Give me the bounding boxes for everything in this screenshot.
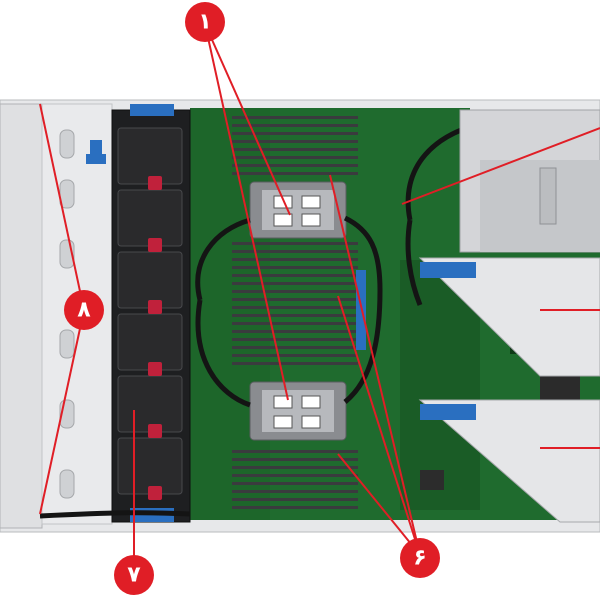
fan-latch <box>148 486 162 500</box>
callout-lines <box>39 23 600 572</box>
fan-module <box>117 437 183 495</box>
cpu-heatsink-1 <box>249 181 347 239</box>
callout-badge-8: ۸ <box>64 290 104 330</box>
fan-latch <box>148 176 162 190</box>
fan-bank-top-clip <box>130 104 174 116</box>
callout-badge-1: ۱ <box>185 2 225 42</box>
callout-label-8: ۸ <box>77 298 91 323</box>
callout-label-6: ۶ <box>413 546 426 571</box>
fan-module <box>117 127 183 185</box>
callout-label-7: ۷ <box>127 563 141 588</box>
fan-latch <box>148 424 162 438</box>
fan-latch <box>148 300 162 314</box>
dimm-bank-bottom <box>232 450 358 509</box>
dimm-bank-middle <box>232 242 358 365</box>
fan-module <box>117 375 183 433</box>
callout-label-1: ۱ <box>198 10 211 35</box>
dimm-bank-top <box>232 116 358 175</box>
fan-module <box>117 189 183 247</box>
fan-module <box>117 313 183 371</box>
riser-cage-top <box>459 109 600 253</box>
fan-module <box>117 251 183 309</box>
cpu-heatsink-2 <box>249 381 347 441</box>
fan-bank <box>111 104 191 523</box>
riser-cage-middle <box>418 257 600 377</box>
fan-latch <box>148 362 162 376</box>
fan-latch <box>148 238 162 252</box>
callout-badge-6: ۶ <box>400 538 440 578</box>
callout-badge-7: ۷ <box>114 555 154 595</box>
riser-cage-bottom <box>418 399 600 523</box>
